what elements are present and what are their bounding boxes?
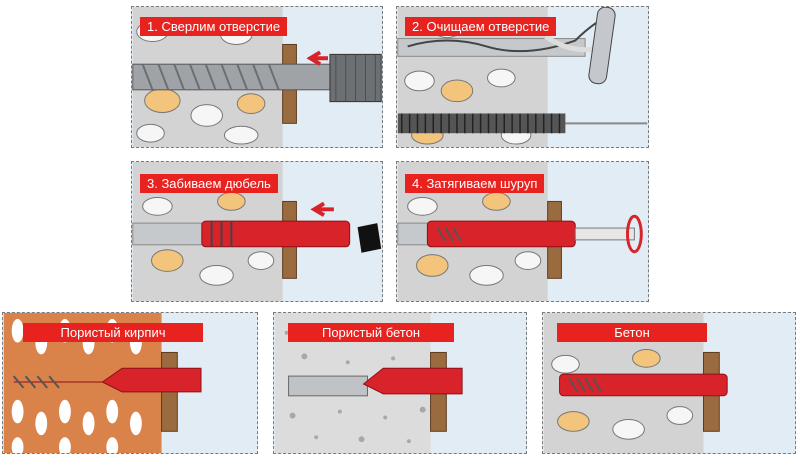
step-1-label: 1. Сверлим отверстие (140, 17, 288, 36)
material-porous-concrete-label: Пористый бетон (288, 323, 454, 342)
dowel (559, 373, 728, 397)
step-4-label: 4. Затягиваем шуруп (405, 174, 545, 193)
dowel (201, 220, 351, 248)
step-4-panel: 4. Затягиваем шуруп (396, 161, 649, 302)
material-porous-brick-panel: Пористый кирпич (2, 312, 258, 454)
step-3-panel: 3. Забиваем дюбель (131, 161, 383, 302)
screwdriver (574, 227, 635, 241)
step-2-label: 2. Очищаем отверстие (405, 17, 557, 36)
blower-pump (588, 7, 616, 85)
direction-arrow (306, 50, 328, 66)
blower-tube (407, 12, 616, 53)
rotation-arrow (626, 214, 643, 254)
step-1-panel: 1. Сверлим отверстие (131, 6, 383, 148)
material-porous-brick-label: Пористый кирпич (23, 323, 203, 342)
material-porous-concrete-panel: Пористый бетон (273, 312, 527, 454)
dowel (362, 367, 463, 395)
material-concrete-label: Бетон (557, 323, 707, 342)
cleaning-brush (397, 113, 566, 134)
material-concrete-panel: Бетон (542, 312, 796, 454)
hammer-head (357, 223, 382, 253)
step-2-panel: 2. Очищаем отверстие (396, 6, 649, 148)
dowel (13, 367, 202, 393)
step-3-label: 3. Забиваем дюбель (140, 174, 278, 193)
